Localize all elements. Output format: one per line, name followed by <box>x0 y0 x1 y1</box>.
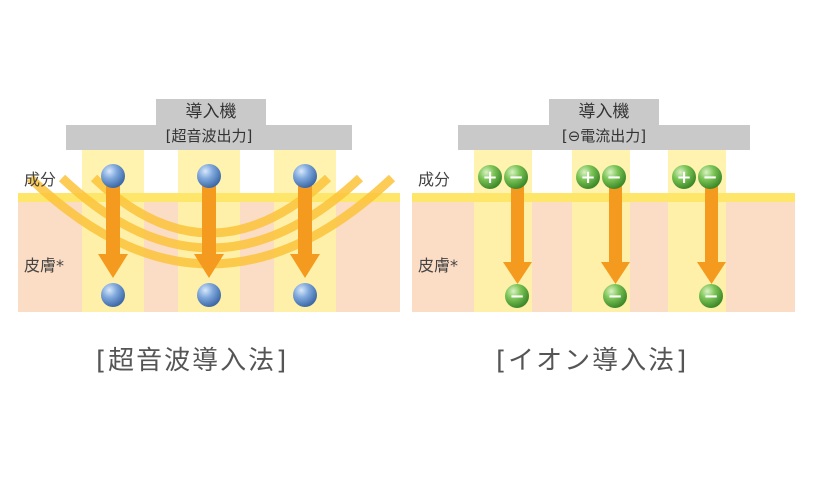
minus-ion <box>699 284 723 308</box>
arrow-down <box>697 184 726 284</box>
skin-surface <box>412 193 795 202</box>
blue-particle <box>197 164 221 188</box>
minus-ion <box>602 165 626 189</box>
skin-label: 皮膚* <box>24 256 65 275</box>
arrow-down <box>503 184 532 284</box>
component-label: 成分 <box>418 170 451 189</box>
ultrasonic-panel: 導入機 [超音波出力] 成分 皮膚* [超音波導入法] <box>18 99 400 376</box>
minus-sign: − <box>702 167 717 188</box>
plus-sign: + <box>580 167 595 188</box>
plus-ion <box>576 165 600 189</box>
blue-particle <box>101 283 125 307</box>
ion-pair <box>672 165 722 189</box>
minus-sign: − <box>606 167 621 188</box>
skin-label: 皮膚* <box>418 256 459 275</box>
plus-sign: + <box>676 167 691 188</box>
minus-ion <box>505 284 529 308</box>
arrow-down <box>290 180 320 278</box>
plus-ion <box>478 165 502 189</box>
diagram-caption: [イオン導入法] <box>496 346 689 376</box>
ion-panel: + − + − + − − − − 導入機 [⊖電流出力] 成分 皮膚* [イオ… <box>412 0 824 494</box>
minus-sign: − <box>607 286 622 307</box>
arrow-down <box>98 180 128 278</box>
component-label: 成分 <box>24 170 57 189</box>
diagram-caption: [超音波導入法] <box>96 346 289 376</box>
ion-pair <box>576 165 626 189</box>
ion-pair <box>478 165 528 189</box>
device-mode: [超音波出力] <box>66 125 352 150</box>
ultrasonic-diagram <box>18 150 400 312</box>
minus-sign: − <box>509 286 524 307</box>
arrow-down <box>601 184 630 284</box>
device-title: 導入機 <box>549 99 659 125</box>
plus-ion <box>672 165 696 189</box>
blue-particle <box>293 164 317 188</box>
device-mode: [⊖電流出力] <box>458 125 750 150</box>
blue-particle <box>293 283 317 307</box>
minus-sign: − <box>703 286 718 307</box>
blue-particle <box>101 164 125 188</box>
minus-ion <box>504 165 528 189</box>
arrow-down <box>194 180 224 278</box>
minus-sign: − <box>508 167 523 188</box>
blue-particle <box>197 283 221 307</box>
minus-ion <box>603 284 627 308</box>
ion-diagram: + − + − + − − − − <box>412 150 795 312</box>
plus-sign: + <box>482 167 497 188</box>
device-title: 導入機 <box>156 99 266 125</box>
minus-ion <box>698 165 722 189</box>
